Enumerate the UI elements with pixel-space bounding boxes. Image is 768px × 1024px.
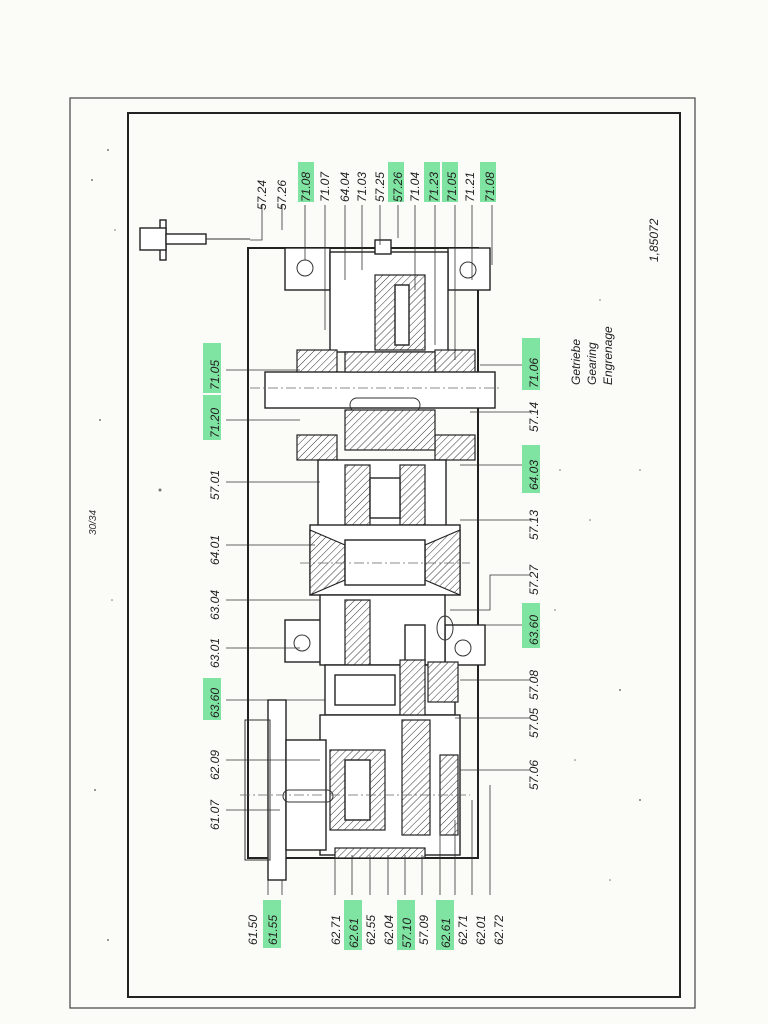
bolt-57-24 bbox=[139, 219, 250, 261]
scan-specks bbox=[91, 149, 641, 941]
inner-frame bbox=[127, 112, 681, 998]
highlight bbox=[522, 338, 540, 390]
highlight bbox=[522, 603, 540, 648]
label: 63.01 bbox=[208, 638, 222, 668]
highlight bbox=[388, 162, 404, 202]
label: 64.03 bbox=[527, 460, 541, 490]
labels-top-left: 57.24 57.26 bbox=[255, 180, 289, 210]
label: 63.60 bbox=[208, 688, 222, 718]
label: 71.05 bbox=[445, 172, 459, 202]
label: 57.24 bbox=[255, 180, 269, 210]
label: 64.01 bbox=[208, 535, 222, 565]
label: 62.09 bbox=[208, 750, 222, 780]
label: 57.26 bbox=[275, 180, 289, 210]
highlight bbox=[203, 343, 221, 393]
label: 62.04 bbox=[382, 915, 396, 945]
label: 64.04 bbox=[338, 172, 352, 202]
label: 71.06 bbox=[527, 358, 541, 388]
labels-bottom-row: 62.71 62.61 62.55 62.04 57.10 57.09 62.6… bbox=[329, 900, 506, 950]
highlight bbox=[298, 162, 314, 202]
label: 71.21 bbox=[463, 172, 477, 202]
labels-right-column: 71.06 57.14 64.03 57.13 57.27 63.60 57.0… bbox=[522, 338, 541, 790]
label: 71.07 bbox=[318, 171, 332, 202]
highlight bbox=[203, 678, 221, 720]
outer-frame bbox=[69, 97, 696, 1009]
label: 57.25 bbox=[373, 172, 387, 202]
label: 62.71 bbox=[456, 915, 470, 945]
labels-bottom-left: 61.50 61.55 bbox=[246, 900, 281, 948]
label: 57.13 bbox=[527, 510, 541, 540]
highlight bbox=[442, 162, 458, 202]
label: 71.08 bbox=[483, 172, 497, 202]
labels-top-row: 71.08 71.07 64.04 71.03 57.25 57.26 71.0… bbox=[298, 162, 497, 202]
label: 57.06 bbox=[527, 760, 541, 790]
caption-line: Getriebe bbox=[569, 339, 583, 385]
leader-lines bbox=[226, 205, 530, 895]
highlight bbox=[436, 900, 454, 950]
label: 62.71 bbox=[329, 915, 343, 945]
drawing-number: 1,85072 bbox=[647, 218, 661, 262]
label: 62.61 bbox=[347, 918, 361, 948]
highlight bbox=[424, 162, 440, 202]
highlight bbox=[480, 162, 496, 202]
label: 71.20 bbox=[208, 408, 222, 438]
label: 57.05 bbox=[527, 708, 541, 738]
label: 71.04 bbox=[408, 172, 422, 202]
label: 57.26 bbox=[391, 172, 405, 202]
caption-line: Engrenage bbox=[601, 326, 615, 385]
label: 71.03 bbox=[355, 172, 369, 202]
label: 61.07 bbox=[208, 799, 222, 830]
label: 57.14 bbox=[527, 402, 541, 432]
label: 62.01 bbox=[474, 915, 488, 945]
label: 61.50 bbox=[246, 915, 260, 945]
page-number: 30/34 bbox=[88, 510, 99, 535]
label: 61.55 bbox=[266, 915, 280, 945]
label: 63.04 bbox=[208, 590, 222, 620]
caption-line: Gearing bbox=[585, 342, 599, 385]
label: 71.05 bbox=[208, 360, 222, 390]
label: 71.08 bbox=[299, 172, 313, 202]
label: 71.23 bbox=[427, 172, 441, 202]
label: 57.01 bbox=[208, 470, 222, 500]
label: 62.61 bbox=[439, 918, 453, 948]
highlight bbox=[397, 900, 415, 950]
label: 57.10 bbox=[400, 918, 414, 948]
caption: Getriebe Gearing Engrenage bbox=[569, 326, 615, 385]
highlight bbox=[522, 445, 540, 493]
label: 62.55 bbox=[364, 915, 378, 945]
label: 62.72 bbox=[492, 915, 506, 945]
label: 57.27 bbox=[527, 564, 541, 595]
highlight bbox=[263, 900, 281, 948]
label: 57.08 bbox=[527, 670, 541, 700]
highlight bbox=[344, 900, 362, 950]
labels-left-column: 71.05 71.20 57.01 64.01 63.04 63.01 63.6… bbox=[203, 343, 222, 830]
highlight bbox=[203, 395, 221, 440]
gearbox-section bbox=[139, 219, 500, 881]
label: 63.60 bbox=[527, 615, 541, 645]
label: 57.09 bbox=[417, 915, 431, 945]
